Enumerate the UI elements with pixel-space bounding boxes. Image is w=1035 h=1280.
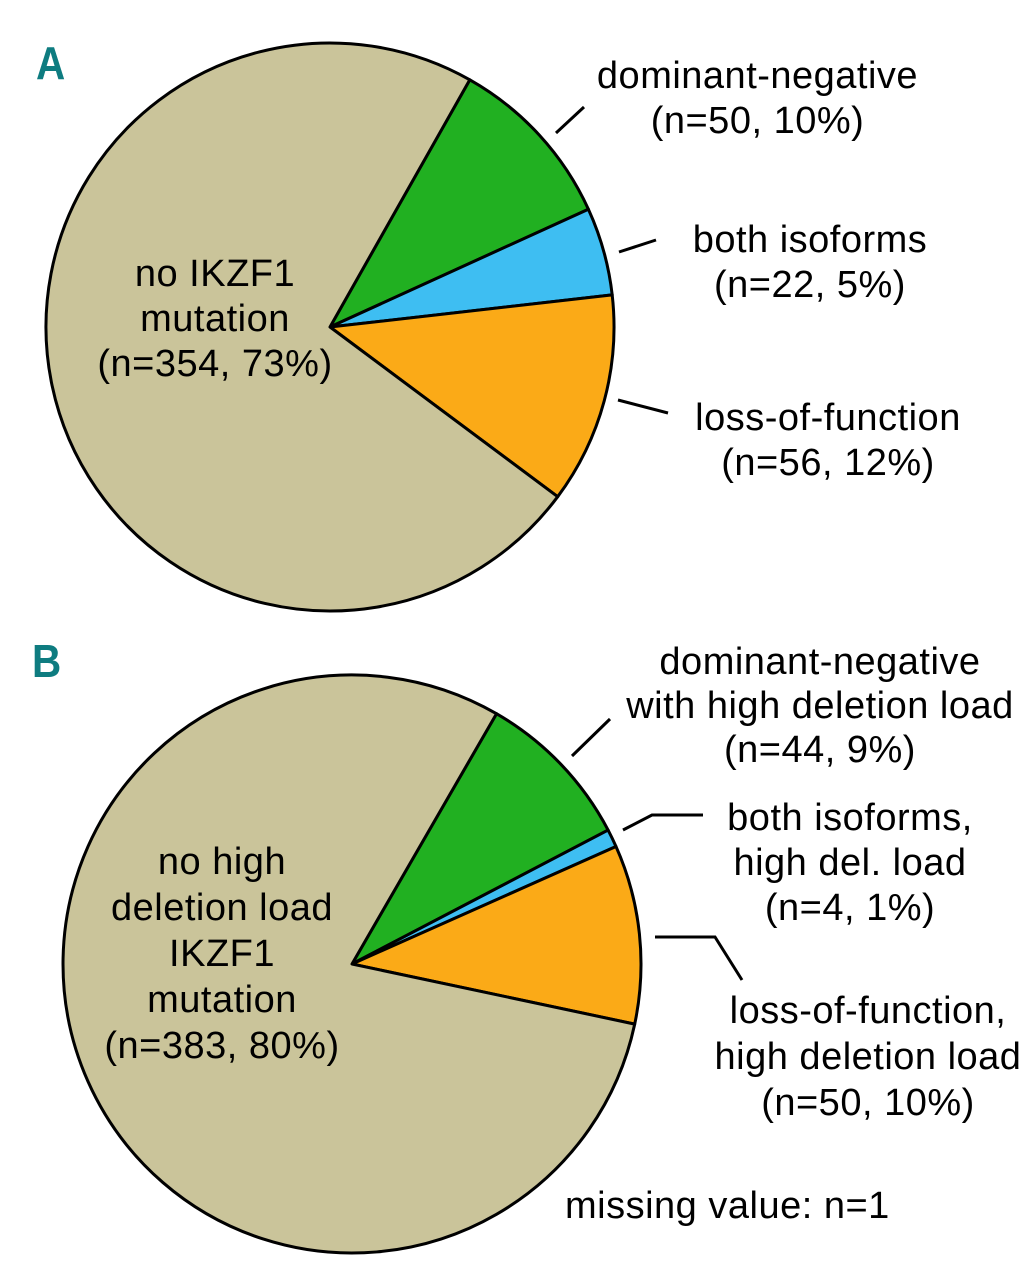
pie-slice-no-ikzf1-mutation [44,41,560,613]
pie-slice-loss-of-function-high-deletion-load [350,845,643,1026]
panel-b-letter: B [32,635,62,687]
leader-dominant-negative-a [554,105,586,135]
leader-dominant-negative-b [570,717,612,758]
leader-both-isoforms-b [622,813,703,832]
pie-chart-a [44,41,616,613]
callout-dominant-negative-a: dominant-negative (n=50, 10%) [596,55,919,142]
callout-both-isoforms-high-b: both isoforms, high del. load (n=4, 1%) [727,797,973,929]
pie-slice-no-high-deletion-load-ikzf1-mutation [61,673,637,1255]
pie-chart-b [61,673,643,1255]
pie-slice-dominant-negative-with-high-deletion-load [350,712,610,966]
leader-loss-of-function-b [655,935,744,981]
pie-slice-loss-of-function [328,293,616,499]
pie-a-center-label: no IKZF1 mutation (n=354, 73%) [97,253,333,385]
leader-loss-of-function-a [617,398,669,415]
leader-both-isoforms-a [618,238,657,254]
callout-dominant-negative-high-b: dominant-negative with high deletion loa… [626,641,1014,771]
callout-loss-of-function-a: loss-of-function (n=56, 12%) [695,397,961,484]
panel-a-letter: A [36,37,66,89]
pie-b-center-label: no high deletion load IKZF1 mutation (n=… [104,841,340,1067]
missing-value-footnote: missing value: n=1 [565,1185,890,1227]
callout-loss-of-function-high-b: loss-of-function, high deletion load (n=… [714,990,1022,1124]
callout-both-isoforms-a: both isoforms (n=22, 5%) [692,219,928,306]
leader-lines [554,105,744,981]
pie-slice-dominant-negative [328,78,590,329]
